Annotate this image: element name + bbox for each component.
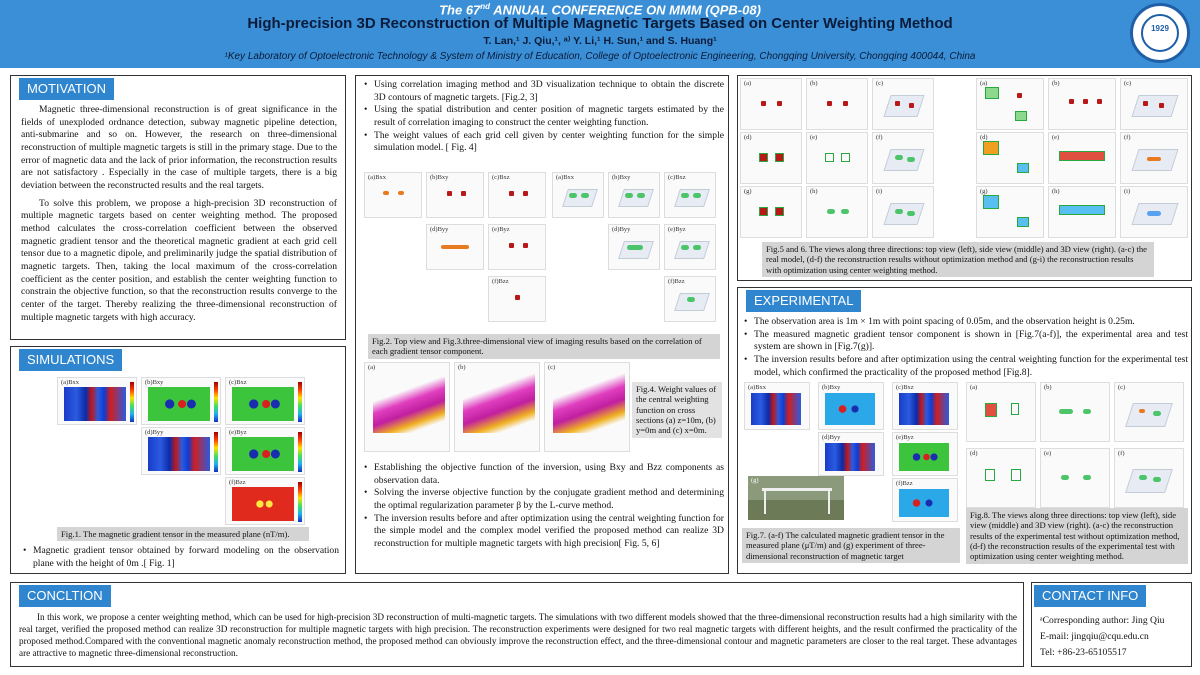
fig6-c: (c) [1120,78,1188,130]
conclusion-title: CONCLTION [19,585,111,607]
author-list: T. Lan,¹ J. Qiu,¹, ᵃ⁾ Y. Li,¹ H. Sun,¹ a… [483,35,717,47]
contact-title: CONTACT INFO [1034,585,1147,607]
fig5-d: (d) [740,132,802,184]
fig3-a-3d-view: (a)Bxx [552,172,604,218]
experimental-panel: EXPERIMENTAL The observation area is 1m … [737,287,1192,574]
fig6-g: (g) [976,186,1044,238]
fig6-grid: (a) (b) (c) (d) (e) (f) (g) (h) (i) [976,78,1188,238]
fig3-d-3d-view: (d)Byy [608,224,660,270]
fig5-i: (i) [872,186,934,238]
fig1-f-heatmap: (f)Bzz [225,477,305,525]
fig3-e-3d-view: (e)Byz [664,224,716,270]
method-bullets-bottom: Establishing the objective function of t… [362,462,724,551]
motivation-panel: MOTIVATION Magnetic three-dimensional re… [10,75,346,340]
affiliation: ¹Key Laboratory of Optoelectronic Techno… [224,51,976,62]
fig56-caption: Fig.5 and 6. The views along three direc… [762,242,1154,277]
fig6-i: (i) [1120,186,1188,238]
fig1-d-heatmap: (d)Byy [141,427,221,475]
conclusion-text: In this work, we propose a center weight… [19,612,1017,659]
fig4-c-surface: (c) [544,362,630,452]
experimental-bullet-2: The measured magnetic gradient tensor co… [742,329,1188,354]
fig5-f: (f) [872,132,934,184]
motivation-paragraph-1: Magnetic three-dimensional reconstructio… [21,104,337,191]
contact-tel: Tel: +86-23-65105517 [1040,646,1127,658]
fig4-a-surface: (a) [364,362,450,452]
fig5-g: (g) [740,186,802,238]
fig3-f-3d-view: (f)Bzz [664,276,716,322]
university-logo: 1929 [1130,3,1190,63]
contact-author: ᵃCorresponding author: Jing Qiu [1040,615,1165,626]
fig2-c-top-view: (c)Bxz [488,172,546,218]
fig7-a-heatmap: (a)Bxx [744,382,810,430]
fig8-f: (f) [1114,448,1184,508]
poster-header: The 67nd ANNUAL CONFERENCE ON MMM (QPB-0… [0,0,1200,68]
fig2-b-top-view: (b)Bxy [426,172,484,218]
method-panel: Using correlation imaging method and 3D … [355,75,729,574]
fig3-b-3d-view: (b)Bxy [608,172,660,218]
fig6-d: (d) [976,132,1044,184]
experimental-title: EXPERIMENTAL [746,290,862,312]
fig7-caption: Fig.7. (a-f) The calculated magnetic gra… [742,528,960,563]
method-bullets-top: Using correlation imaging method and 3D … [362,79,724,155]
fig1-b-heatmap: (b)Bxy [141,377,221,425]
conference-name: The 67nd ANNUAL CONFERENCE ON MMM (QPB-0… [439,2,761,18]
fig7-g-experiment-photo: (g) [748,476,844,520]
fig6-a: (a) [976,78,1044,130]
simulations-bullet: Magnetic gradient tensor obtained by for… [21,545,339,570]
fig8-a: (a) [966,382,1036,442]
fig4-caption: Fig.4. Weight values of the central weig… [632,382,722,438]
fig7-b-heatmap: (b)Bxy [818,382,884,430]
fig2-f-top-view: (f)Bzz [488,276,546,322]
fig6-e: (e) [1048,132,1116,184]
fig8-e: (e) [1040,448,1110,508]
fig6-f: (f) [1120,132,1188,184]
fig5-e: (e) [806,132,868,184]
fig7-e-heatmap: (e)Byz [892,432,958,476]
fig6-h: (h) [1048,186,1116,238]
contact-email[interactable]: E-mail: jingqiu@cqu.edu.cn [1040,630,1149,642]
fig5-b: (b) [806,78,868,130]
fig1-a-heatmap: (a)Bxx [57,377,137,425]
method-bullet-3: The weight values of each grid cell give… [362,130,724,155]
experimental-bullet-1: The observation area is 1m × 1m with poi… [742,316,1188,329]
simulations-bullets: Magnetic gradient tensor obtained by for… [21,545,339,570]
fig8-d: (d) [966,448,1036,508]
fig2-a-top-view: (a)Bxx [364,172,422,218]
conclusion-panel: CONCLTION In this work, we propose a cen… [10,582,1024,667]
fig8-c: (c) [1114,382,1184,442]
fig5-grid: (a) (b) (c) (d) (e) (f) (g) (h) (i) [740,78,970,238]
fig8-b: (b) [1040,382,1110,442]
experimental-bullet-3: The inversion results before and after o… [742,354,1188,379]
fig1-e-heatmap: (e)Byz [225,427,305,475]
fig7-d-heatmap: (d)Byy [818,432,884,476]
fig7-c-heatmap: (c)Bxz [892,382,958,430]
experimental-bullets: The observation area is 1m × 1m with poi… [742,316,1188,379]
fig5-c: (c) [872,78,934,130]
fig1-caption: Fig.1. The magnetic gradient tensor in t… [57,527,309,542]
fig7-f-heatmap: (f)Bzz [892,478,958,522]
method-bullet-5: Solving the inverse objective function b… [362,487,724,512]
method-bullet-2: Using the spatial distribution and cente… [362,104,724,129]
fig6-b: (b) [1048,78,1116,130]
method-bullet-6: The inversion results before and after o… [362,513,724,551]
motivation-paragraph-2: To solve this problem, we propose a high… [21,197,337,323]
fig8-caption: Fig.8. The views along three directions:… [966,508,1188,564]
contact-panel: CONTACT INFO ᵃCorresponding author: Jing… [1031,582,1192,667]
method-bullet-4: Establishing the objective function of t… [362,462,724,487]
fig1-c-heatmap: (c)Bxz [225,377,305,425]
poster-title: High-precision 3D Reconstruction of Mult… [247,15,953,32]
fig4-b-surface: (b) [454,362,540,452]
method-bullet-1: Using correlation imaging method and 3D … [362,79,724,104]
fig56-panel: (a) (b) (c) (d) (e) (f) (g) (h) (i) (a) … [737,75,1192,281]
fig5-h: (h) [806,186,868,238]
fig2-e-top-view: (e)Byz [488,224,546,270]
motivation-title: MOTIVATION [19,78,114,100]
fig3-c-3d-view: (c)Bxz [664,172,716,218]
simulations-title: SIMULATIONS [19,349,123,371]
simulations-panel: SIMULATIONS (a)Bxx (b)Bxy (c)Bxz (d)Byy … [10,346,346,574]
fig2-d-top-view: (d)Byy [426,224,484,270]
fig23-caption: Fig.2. Top view and Fig.3.three-dimensio… [368,334,720,359]
fig5-a: (a) [740,78,802,130]
